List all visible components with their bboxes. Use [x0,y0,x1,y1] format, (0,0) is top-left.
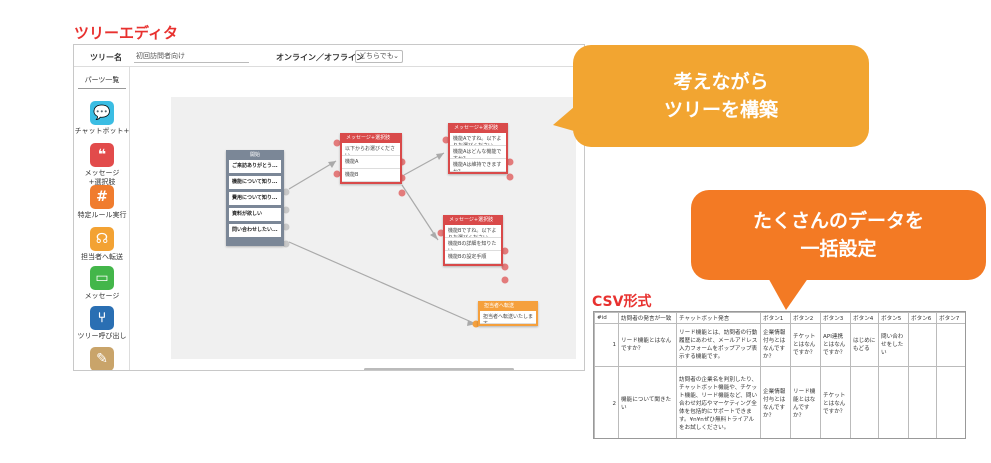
palette-item[interactable]: ☊ 担当者へ転送 [74,227,130,262]
message-choice-icon: ❝ [90,143,114,167]
csv-cell [908,366,937,438]
palette-item-label: ツリー呼び出し [77,332,127,340]
node-title: メッセージ+選択肢 [450,123,506,133]
csv-header-cell: #id [594,312,619,324]
node-row[interactable]: 機能B [342,169,400,182]
csv-cell [850,366,879,438]
callout-line: 考えながら [673,71,769,93]
callout-line: 一括設定 [800,238,877,260]
tree-node-transfer[interactable]: 担当者へ転送担当者へ転送いたします [478,301,538,326]
tree-node-msg2[interactable]: メッセージ+選択肢機能Aですね。以下よりお選びください機能Aはどんな機能ですか？… [448,123,508,174]
online-offline-select[interactable]: どちらでも ⌄ [355,50,403,63]
tree-editor-title: ツリーエディタ [74,24,178,42]
csv-header-cell: ボタン7 [936,312,965,324]
callout-line: ツリーを構築 [663,99,778,121]
palette-item-label: チャットボット+ [74,127,130,135]
csv-cell [936,366,965,438]
csv-cell: 機能について聞きたい [618,366,677,438]
csv-cell: 2 [594,366,619,438]
tree-node-start[interactable]: 開始ご来訪ありがとう... 機能について知り... 費用について知り... 資料が欲し… [226,150,284,246]
node-row[interactable]: 担当者へ転送いたします [480,311,536,324]
node-title: 開始 [229,150,281,160]
csv-cell: 問い合わせをしたい [878,323,909,367]
callout-build-tree: 考えながら ツリーを構築 [573,45,869,147]
csv-header-cell: 訪問者の発言が一致 [618,312,677,324]
tree-editor-window: ツリー名 オンライン／オフライン どちらでも ⌄ パーツ一覧 💬 チャットボット+… [73,44,585,371]
hashtag-icon: # [90,185,114,209]
node-row[interactable]: 機能Bの設定手順 [445,251,501,264]
node-row[interactable]: 以下からお選びください [342,143,400,156]
csv-cell: 企業情報付与とはなんですか？ [760,366,791,438]
callout-pointer [766,274,811,310]
user-edit-icon: ✎ [90,347,114,370]
node-row[interactable]: 資料が欲しい [229,208,281,221]
headset-icon: ☊ [90,227,114,251]
node-row[interactable]: 問い合わせしたい... [229,224,281,237]
csv-cell: チケットとはなんですか？ [820,366,851,438]
node-row[interactable]: 機能Bの詳細を知りたい [445,238,501,251]
csv-cell: チケットとはなんですか？ [790,323,821,367]
csv-header-cell: ボタン3 [820,312,851,324]
callout-bulk-set: たくさんのデータを 一括設定 [691,190,986,280]
tree-call-icon: ⑂ [90,306,114,330]
csv-header-cell: ボタン2 [790,312,821,324]
node-row[interactable]: 機能Bですね。以下よりお選びください [445,225,501,238]
palette-item-label: 特定ルール実行 [77,211,127,219]
palette-item-label: メッセージ +選択肢 [84,169,120,186]
callout-pointer [553,95,588,135]
csv-cell [936,323,965,367]
node-row[interactable]: 機能A [342,156,400,169]
node-row[interactable]: 機能Aですね。以下よりお選びください [450,133,506,146]
palette-item[interactable]: # 特定ルール実行 [74,185,130,220]
chat-bubble-icon: 💬 [90,101,114,125]
csv-cell: API連携とはなんですか？ [820,323,851,367]
node-row[interactable]: 機能Aは維持できますか？ [450,159,506,172]
palette-title: パーツ一覧 [78,75,126,89]
tree-node-msg3[interactable]: メッセージ+選択肢機能Bですね。以下よりお選びください機能Bの詳細を知りたい機能… [443,215,503,266]
csv-cell: リード機能とはなんですか？ [790,366,821,438]
csv-header-cell: ボタン6 [908,312,937,324]
tree-name-label: ツリー名 [90,53,122,62]
node-title: メッセージ+選択肢 [342,133,400,143]
message-icon: ▭ [90,266,114,290]
node-row[interactable]: 機能Aはどんな機能ですか？ [450,146,506,159]
csv-cell [908,323,937,367]
csv-cell [878,366,909,438]
csv-cell: はじめにもどる [850,323,879,367]
csv-cell: リード機能とはなんですか？ [618,323,677,367]
csv-cell: 企業情報付与とはなんですか？ [760,323,791,367]
palette-item[interactable]: ❝ メッセージ +選択肢 [74,143,130,187]
csv-header-cell: ボタン5 [878,312,909,324]
node-row[interactable]: 費用について知り... [229,192,281,205]
callout-line: たくさんのデータを [752,210,924,232]
node-title: 担当者へ転送 [480,301,536,311]
node-row[interactable]: ご来訪ありがとう... [229,160,281,173]
palette-item[interactable]: ✎ [74,347,130,370]
online-select-value: どちらでも [359,52,394,60]
editor-toolbar: ツリー名 オンライン／オフライン どちらでも ⌄ [74,45,584,67]
palette-item-label: メッセージ [84,292,120,300]
csv-header-cell: ボタン1 [760,312,791,324]
palette-item[interactable]: 💬 チャットボット+ [74,101,130,136]
tree-name-input[interactable] [134,49,249,63]
csv-header-cell: チャットボット発言 [676,312,761,324]
parts-palette: パーツ一覧 💬 チャットボット+ ❝ メッセージ +選択肢# 特定ルール実行 ☊ 担当者へ転… [74,67,130,370]
csv-cell: 訪問者の企業名を判別したり、チャットボット機能や、チケット機能、リード機能など、… [676,366,761,438]
palette-item[interactable]: ⑂ ツリー呼び出し [74,306,130,341]
chevron-down-icon: ⌄ [393,52,399,60]
horizontal-scrollbar[interactable] [364,368,514,370]
csv-header-cell: ボタン4 [850,312,879,324]
node-title: メッセージ+選択肢 [445,215,501,225]
palette-item[interactable]: ▭ メッセージ [74,266,130,301]
csv-title: CSV形式 [592,294,652,310]
csv-cell: リード機能とは、訪問者の行動履歴にあわせ、メールアドレス入力フォームをポップアッ… [676,323,761,367]
csv-cell: 1 [594,323,619,367]
node-row[interactable]: 機能について知り... [229,176,281,189]
palette-item-label: 担当者へ転送 [81,253,123,261]
online-offline-label: オンライン／オフライン [276,53,364,62]
